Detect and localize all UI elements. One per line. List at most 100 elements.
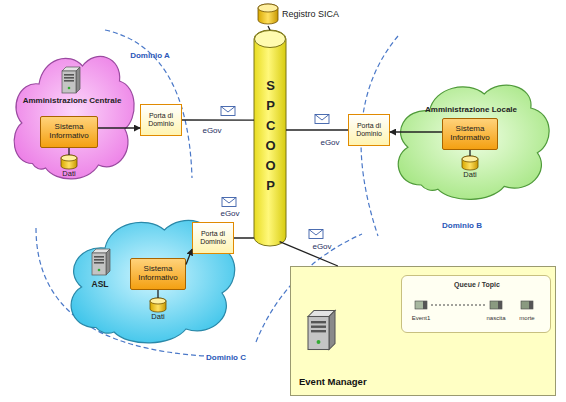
connector-line bbox=[68, 148, 69, 155]
server-slot bbox=[94, 256, 104, 258]
queue-item-end bbox=[498, 301, 502, 309]
system-box: Sistema Informativo bbox=[40, 116, 98, 148]
server-icon bbox=[308, 311, 335, 350]
gateway-box: Porta di Dominio bbox=[140, 104, 182, 136]
cylinder-top bbox=[255, 31, 286, 48]
server-slot bbox=[94, 262, 104, 264]
connectors bbox=[69, 26, 470, 298]
server-side bbox=[76, 67, 80, 93]
database-top bbox=[258, 4, 278, 12]
edge-label: eGov bbox=[312, 243, 331, 251]
connector-line bbox=[234, 237, 254, 238]
database-body bbox=[61, 155, 77, 169]
gateway-box: Porta di Dominio bbox=[192, 222, 234, 254]
connector-line bbox=[157, 290, 158, 298]
event-manager-box: Event Manager Queue / Topic bbox=[290, 266, 556, 396]
connector-line bbox=[268, 26, 270, 30]
cloud-outline bbox=[398, 85, 549, 199]
server-led bbox=[68, 87, 71, 90]
envelope-icon bbox=[222, 198, 236, 207]
node-text: Sistema Informativo bbox=[443, 125, 497, 143]
node-text: Porta di Dominio bbox=[349, 122, 389, 137]
node-text: Amministrazione Centrale bbox=[6, 97, 138, 106]
queue-dots bbox=[431, 305, 486, 306]
queue-box: Queue / Topic bbox=[401, 275, 551, 333]
database-body bbox=[258, 4, 278, 24]
server-slot bbox=[311, 326, 326, 328]
server-slot bbox=[94, 259, 104, 261]
database-top bbox=[462, 156, 478, 162]
database: Dati bbox=[58, 155, 80, 181]
node-text: Event Manager bbox=[299, 377, 367, 387]
server-slot bbox=[64, 80, 74, 82]
node-text: Queue / Topic bbox=[402, 281, 552, 289]
envelope-flap bbox=[309, 230, 323, 236]
database-top bbox=[150, 298, 166, 304]
connector-arrow bbox=[186, 249, 192, 264]
server-front bbox=[92, 253, 106, 275]
server-icon bbox=[62, 67, 80, 93]
queue-item bbox=[490, 301, 502, 309]
queue-icon bbox=[521, 301, 533, 309]
envelope-icon bbox=[315, 115, 329, 124]
server-top bbox=[92, 249, 110, 253]
server-side bbox=[106, 249, 110, 275]
envelope-flap bbox=[222, 198, 236, 204]
server-front bbox=[308, 317, 329, 350]
connector-line bbox=[182, 119, 254, 120]
node-text: SPCOOP bbox=[263, 78, 277, 198]
node-text: Amministrazione Locale bbox=[388, 106, 554, 115]
edge-label: eGov bbox=[220, 210, 239, 218]
database-shape bbox=[257, 3, 279, 25]
queue-icon bbox=[490, 301, 502, 309]
database-body bbox=[462, 156, 478, 170]
server-slot bbox=[64, 77, 74, 79]
database-body bbox=[150, 298, 166, 312]
node-text: Dati bbox=[52, 170, 86, 178]
database-top bbox=[61, 155, 77, 161]
connector-line bbox=[286, 129, 348, 130]
server-top bbox=[62, 67, 80, 71]
envelope-body bbox=[222, 198, 236, 207]
bus-cylinder: SPCOOP bbox=[254, 30, 286, 246]
server-top bbox=[308, 311, 335, 317]
database: Dati bbox=[459, 156, 481, 182]
server-icon bbox=[92, 249, 110, 275]
domain-label: Dominio B bbox=[442, 222, 482, 230]
database-shape bbox=[461, 155, 479, 171]
node-text: Registro SICA bbox=[282, 10, 339, 20]
gateway-box: Porta di Dominio bbox=[348, 114, 390, 146]
domain-label: Dominio A bbox=[130, 52, 170, 60]
connector-line bbox=[280, 242, 338, 266]
envelope-body bbox=[221, 107, 235, 116]
system-box: Sistema Informativo bbox=[442, 118, 498, 150]
node-text: Porta di Dominio bbox=[141, 112, 181, 127]
server-led bbox=[98, 269, 101, 272]
queue-item-end bbox=[529, 301, 533, 309]
queue-label: morte bbox=[519, 315, 534, 321]
connector-arrow bbox=[98, 127, 140, 128]
queue-label: nascita bbox=[486, 315, 505, 321]
database-shape bbox=[60, 154, 78, 170]
cloud-outline bbox=[14, 56, 134, 178]
envelope-body bbox=[309, 230, 323, 239]
envelope-flap bbox=[221, 107, 235, 113]
queue-item bbox=[415, 301, 427, 309]
server-slot bbox=[64, 74, 74, 76]
connector-arrow bbox=[390, 131, 442, 132]
cloud-domain: Amministrazione LocaleSistema Informativ… bbox=[388, 66, 554, 206]
server-front bbox=[62, 71, 76, 93]
node-text: Sistema Informativo bbox=[41, 123, 97, 141]
node-text: Dati bbox=[141, 313, 175, 321]
envelope-icon bbox=[221, 107, 235, 116]
envelope-body bbox=[315, 115, 329, 124]
database: Dati bbox=[147, 298, 169, 324]
decorations bbox=[62, 67, 533, 350]
edge-label: eGov bbox=[202, 127, 221, 135]
server-slot bbox=[311, 321, 326, 323]
server-side bbox=[329, 311, 335, 350]
database-shape bbox=[149, 297, 167, 313]
queue-item bbox=[521, 301, 533, 309]
